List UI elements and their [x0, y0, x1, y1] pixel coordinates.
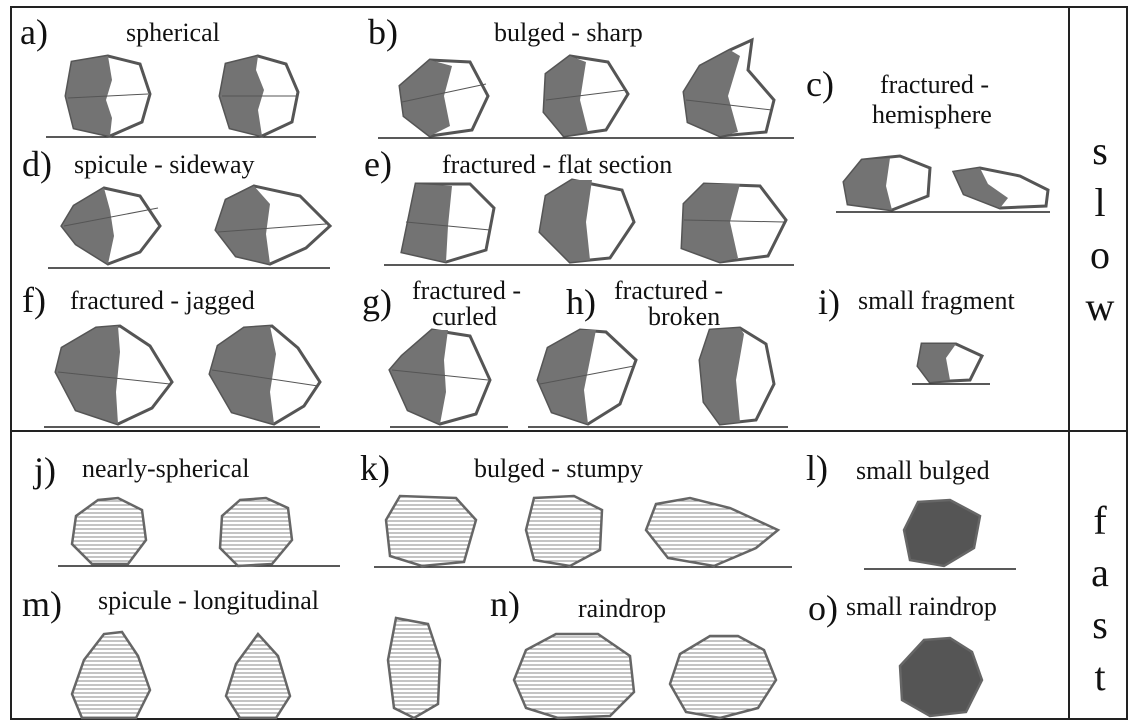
particle-n1: [514, 634, 634, 718]
particle-h1: [538, 330, 636, 424]
particle-m1: [72, 632, 150, 718]
particle-b3: [684, 40, 774, 136]
particle-l1: [904, 500, 980, 566]
particle-k3: [646, 498, 778, 566]
particle-o1: [900, 638, 982, 716]
particle-n2: [670, 636, 776, 718]
particle-a1: [66, 56, 150, 136]
fast-particles: [72, 496, 982, 718]
particle-k2: [526, 496, 602, 566]
particle-j2: [220, 498, 292, 566]
particle-d2: [216, 186, 330, 264]
particle-a2: [220, 56, 298, 136]
particle-f1: [56, 326, 172, 424]
particle-h2: [700, 328, 774, 424]
particle-m3: [388, 618, 440, 718]
particle-d1: [62, 188, 160, 264]
slow-particles: [56, 40, 1048, 424]
particle-i1: [918, 344, 982, 382]
particle-c2: [954, 168, 1048, 208]
particle-e1: [402, 184, 494, 262]
particle-b2: [544, 56, 628, 136]
particle-j1: [72, 498, 146, 564]
particle-g1: [390, 330, 490, 424]
particle-e3: [682, 184, 786, 262]
particle-m2: [226, 634, 290, 718]
particle-f2: [210, 326, 320, 424]
particle-k1: [386, 496, 476, 566]
particle-e2: [540, 180, 634, 262]
particle-b1: [400, 60, 488, 136]
particle-c1: [844, 156, 930, 210]
